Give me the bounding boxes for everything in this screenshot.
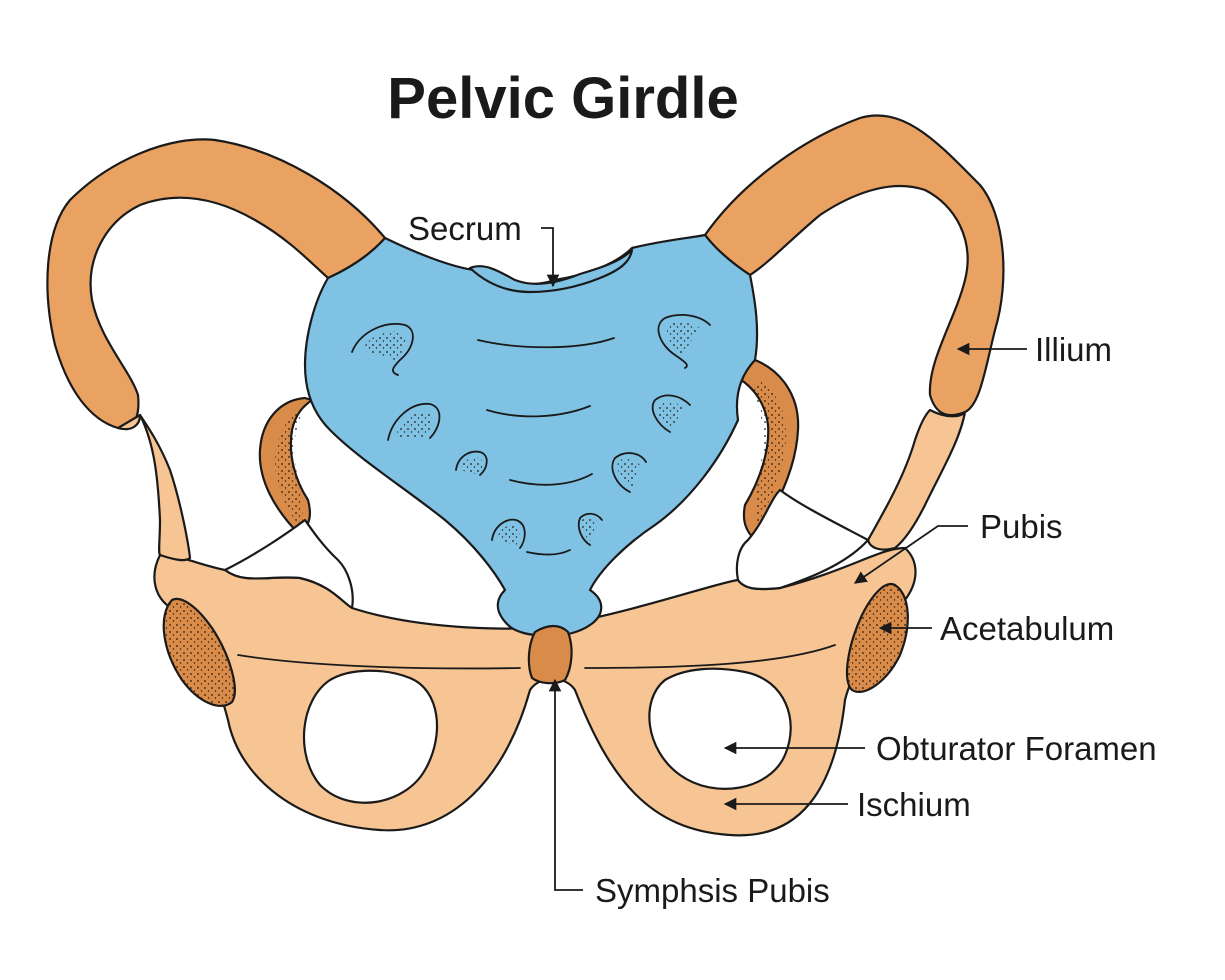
sacral-ridge-4 bbox=[526, 549, 571, 556]
sacral-ridge-1 bbox=[477, 337, 615, 349]
ala-left-stipple bbox=[274, 410, 305, 528]
label-symphsis-pubis: Symphsis Pubis bbox=[595, 872, 830, 909]
ala-right-stipple bbox=[752, 380, 787, 525]
ilium-left-inner-white bbox=[223, 518, 354, 610]
sacral-base bbox=[468, 248, 634, 294]
label-acetabulum: Acetabulum bbox=[940, 610, 1114, 647]
leader-secrum bbox=[541, 227, 560, 288]
leader-pubis bbox=[853, 525, 968, 584]
sacral-ridge-2 bbox=[486, 405, 591, 418]
label-ischium: Ischium bbox=[857, 786, 971, 823]
label-obturator-foramen: Obturator Foramen bbox=[876, 730, 1157, 767]
sacral-ridge-3 bbox=[509, 473, 593, 486]
obturator-foramen-right bbox=[648, 667, 792, 790]
sacrum bbox=[303, 233, 759, 638]
diagram-title: Pelvic Girdle bbox=[387, 66, 738, 131]
ilium-left-neck bbox=[116, 413, 192, 562]
ilium-right-inner-white bbox=[735, 488, 870, 591]
pubic-ramus-left bbox=[237, 654, 521, 670]
obturator-foramen-left bbox=[302, 669, 439, 804]
sacral-foramina-right bbox=[577, 314, 711, 546]
ilium-right-upper bbox=[703, 114, 1005, 417]
sacral-foramina-left bbox=[351, 323, 526, 549]
ilium-right-neck bbox=[866, 408, 967, 551]
ilium-left-upper bbox=[46, 138, 387, 430]
label-pubis: Pubis bbox=[980, 508, 1063, 545]
pubic-ramus-right bbox=[584, 644, 836, 669]
label-illium: Illium bbox=[1035, 331, 1112, 368]
pubic-symphysis bbox=[527, 624, 573, 685]
label-secrum: Secrum bbox=[408, 210, 522, 247]
acetabulum-left-stipple bbox=[163, 598, 235, 706]
acetabulum-right-stipple bbox=[847, 584, 908, 692]
leader-symphsis-pubis bbox=[548, 678, 583, 891]
